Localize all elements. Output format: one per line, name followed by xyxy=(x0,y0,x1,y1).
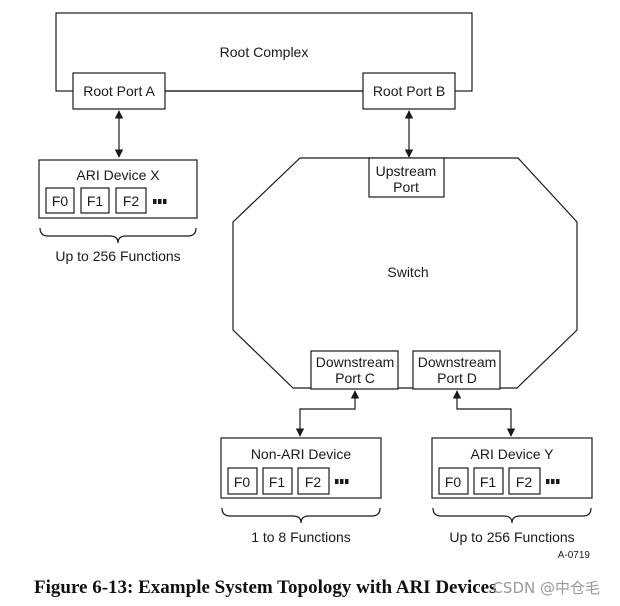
ari-device-x-ellipsis-icon xyxy=(153,199,167,204)
ari-device-y-function-f0-label: F0 xyxy=(445,474,462,490)
switch-outline xyxy=(232,157,578,389)
non-ari-device-function-f1-label: F1 xyxy=(269,474,286,490)
non-ari-device-function-f2 xyxy=(297,467,330,495)
non-ari-device-function-f0 xyxy=(227,467,258,495)
ari-device-x-function-f2-label: F2 xyxy=(123,193,140,209)
ari-device-x-function-f0-label: F0 xyxy=(52,193,69,209)
ari-device-x-function-f1-label: F1 xyxy=(87,193,104,209)
downstream-port-d-label-line1: Downstream xyxy=(418,354,497,370)
root-port-a-label: Root Port A xyxy=(83,83,155,99)
upstream-port-label-line1: Upstream xyxy=(376,163,437,179)
ari-device-y-title: ARI Device Y xyxy=(471,446,555,462)
ari-device-y-note: Up to 256 Functions xyxy=(449,529,574,545)
link-arrow-port-d-device-y xyxy=(452,390,516,437)
figure-caption: Figure 6-13: Example System Topology wit… xyxy=(34,577,497,598)
non-ari-device-function-f1 xyxy=(262,467,293,495)
ari-device-y-function-f2-label: F2 xyxy=(516,474,533,490)
non-ari-device-brace xyxy=(221,507,381,524)
non-ari-device-function-f0-label: F0 xyxy=(234,474,251,490)
downstream-port-c-box xyxy=(310,350,399,390)
downstream-port-d-box xyxy=(412,350,501,390)
ari-device-y-ellipsis-icon xyxy=(546,479,560,484)
watermark: CSDN @中仓毛 xyxy=(492,579,600,597)
ari-device-x-brace xyxy=(39,227,197,244)
root-port-b-box xyxy=(362,72,456,110)
ari-device-y-function-f2 xyxy=(508,467,541,495)
non-ari-device-function-f2-label: F2 xyxy=(305,474,322,490)
root-port-a-box xyxy=(72,72,166,110)
ari-device-x-note: Up to 256 Functions xyxy=(55,248,180,264)
ari-device-x-function-f0 xyxy=(45,187,75,214)
ari-device-y-function-f1 xyxy=(473,467,504,495)
upstream-port-label-line2: Port xyxy=(393,179,419,195)
non-ari-device-title: Non-ARI Device xyxy=(251,446,352,462)
downstream-port-c-label-line1: Downstream xyxy=(316,354,395,370)
ari-device-y-function-f1-label: F1 xyxy=(480,474,497,490)
root-complex-label: Root Complex xyxy=(220,44,309,60)
figure-id: A-0719 xyxy=(558,550,591,561)
ari-device-x-function-f1 xyxy=(80,187,110,214)
downstream-port-d-label-line2: Port D xyxy=(437,370,477,386)
switch-label: Switch xyxy=(387,264,428,280)
ari-device-y-brace xyxy=(432,507,592,524)
ari-device-x-function-f2 xyxy=(115,187,147,214)
link-arrow-port-c-non-ari xyxy=(295,390,360,437)
non-ari-device-note: 1 to 8 Functions xyxy=(251,529,351,545)
ari-device-x-title: ARI Device X xyxy=(76,167,160,183)
upstream-port-box xyxy=(368,157,445,198)
non-ari-device-ellipsis-icon xyxy=(335,479,349,484)
ari-device-y-function-f0 xyxy=(438,467,469,495)
root-port-b-label: Root Port B xyxy=(373,83,445,99)
downstream-port-c-label-line2: Port C xyxy=(335,370,375,386)
